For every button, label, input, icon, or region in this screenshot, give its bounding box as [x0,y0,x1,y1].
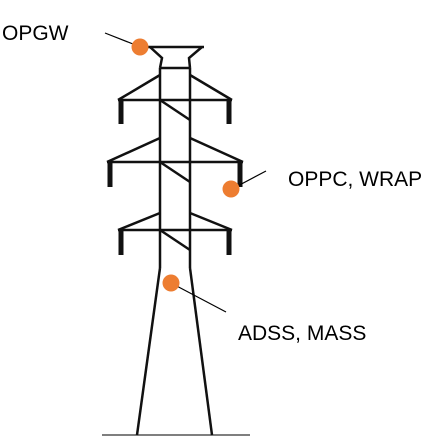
label-adss-mass: ADSS, MASS [238,322,366,345]
adss-mass-marker-icon [162,274,180,292]
tower-structure [106,45,244,436]
label-opgw: OPGW [2,22,69,45]
oppc-wrap-marker-icon [222,180,240,198]
label-oppc-wrap: OPPC, WRAP [288,168,422,191]
markers [131,38,240,292]
insulators [107,100,243,255]
opgw-marker-icon [131,38,149,56]
leader-line-adss-mass [170,282,227,313]
